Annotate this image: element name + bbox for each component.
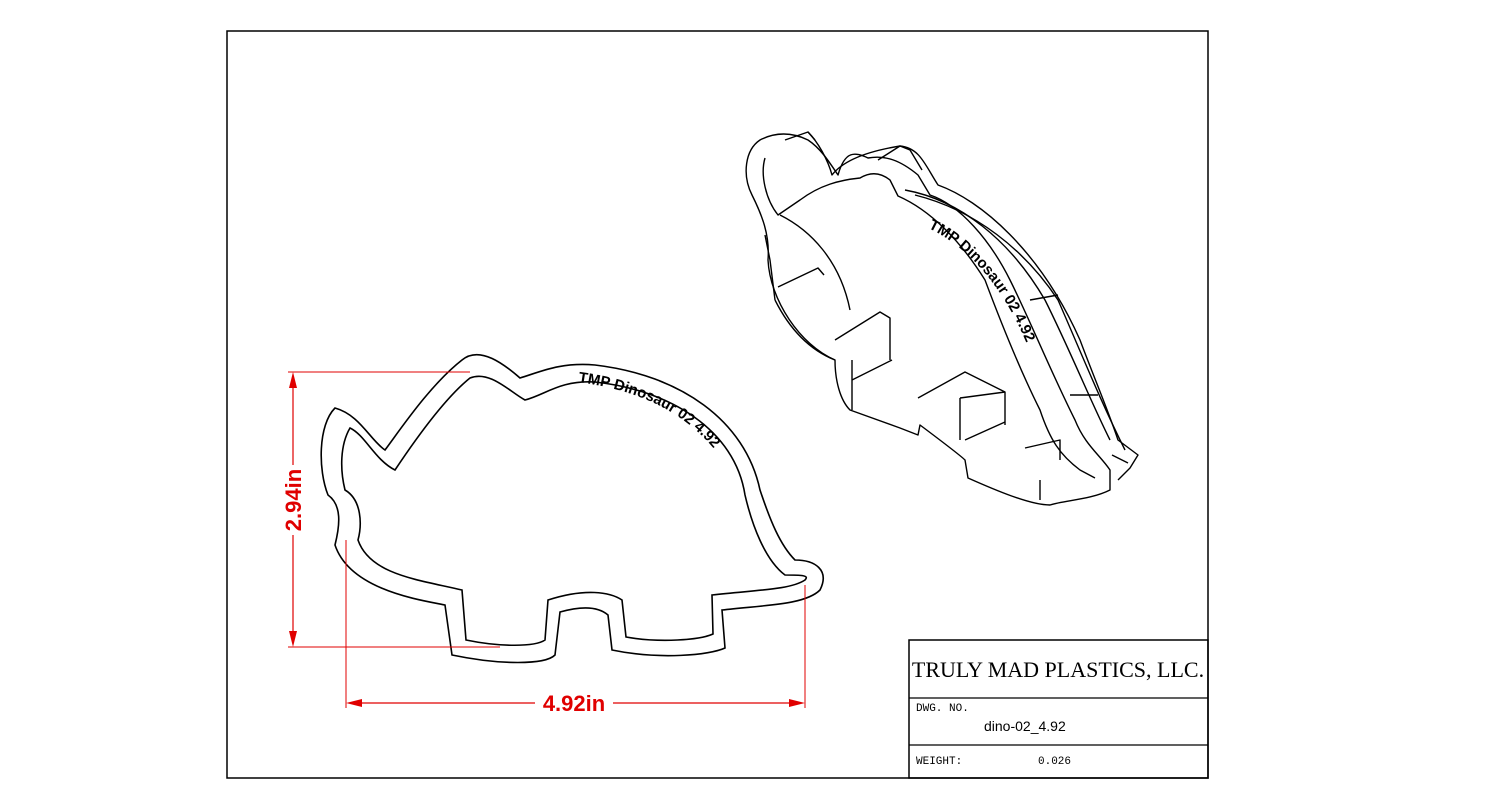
sheet-border [226,30,1209,779]
dwg-no-value: dino-02_4.92 [984,718,1066,734]
weight-label: WEIGHT: [916,756,962,768]
title-block [908,639,1209,779]
weight-value: 0.026 [1038,756,1071,768]
engraving-text: TMP Dinosaur 02 4.92 [577,369,723,451]
height-label-mask [280,465,306,535]
dwg-no-label: DWG. NO. [916,703,969,715]
company-name: TRULY MAD PLASTICS, LLC. [912,657,1204,682]
width-dimension [345,540,806,708]
height-dimension [288,371,500,648]
plan-view-cutter [320,353,824,664]
width-dimension-label: 4.92in [543,691,605,716]
height-dimension-label: 2.94in [281,469,306,531]
isometric-view-cutter [745,131,1139,506]
width-label-mask [535,690,613,716]
